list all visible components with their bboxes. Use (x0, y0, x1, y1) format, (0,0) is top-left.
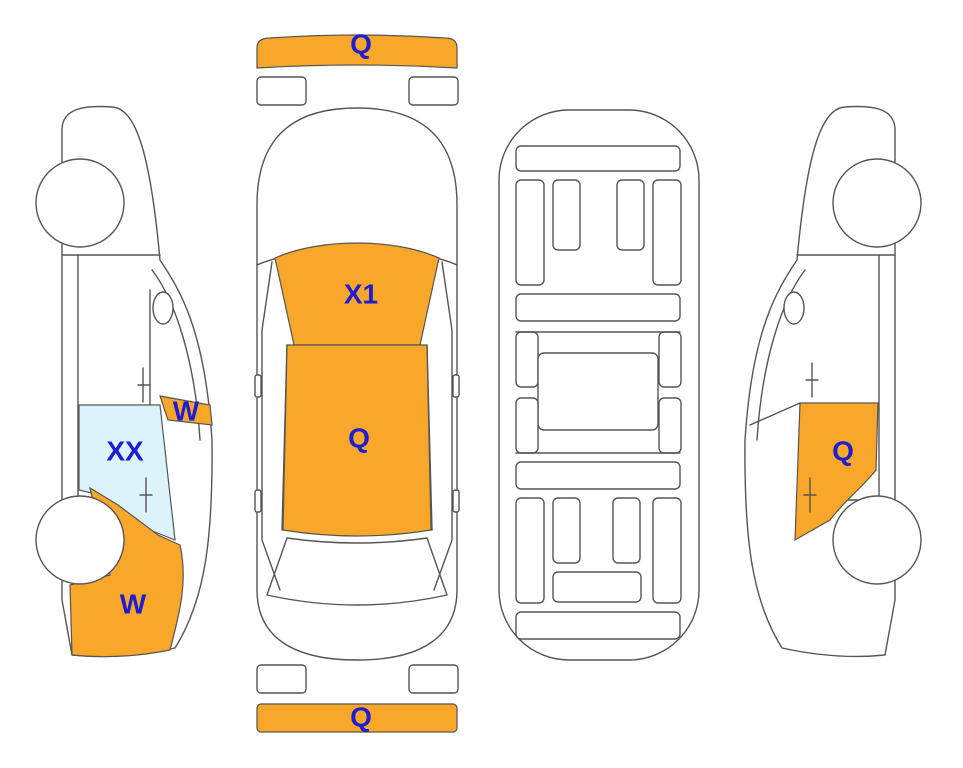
left-side-glass (261, 261, 281, 591)
underbody-right-rail-front (652, 179, 682, 286)
rear-right-light (408, 664, 459, 694)
left-handle-bottom (139, 477, 153, 513)
underbody-left-rail-mid-1 (515, 331, 539, 388)
underbody-left-rail-rear (515, 497, 545, 604)
underbody-rear-bar (515, 611, 681, 640)
left-mirror (254, 374, 262, 398)
roof-panel[interactable] (282, 344, 432, 537)
left-handle-top (137, 367, 151, 403)
left-wheel-front (35, 495, 125, 585)
left-window-label: XX (106, 435, 144, 466)
top-view-car (254, 107, 460, 661)
roof-label: Q (348, 422, 370, 453)
underbody-center-frame (515, 331, 681, 454)
rear-bumper-panel[interactable] (256, 703, 458, 733)
right-glass-line (756, 269, 806, 441)
underbody-view (498, 109, 700, 661)
underbody-left-rail-front (515, 179, 545, 286)
underbody-front-bar (515, 145, 681, 172)
underbody-slot-1 (552, 179, 581, 251)
windshield-panel[interactable] (274, 242, 440, 346)
left-side-view (35, 105, 213, 658)
underbody-cross-1 (515, 293, 681, 322)
front-bumper-group (256, 34, 459, 106)
underbody-right-rail-rear (652, 497, 682, 604)
left-front-door-label: W (173, 395, 200, 426)
underbody-slot-3 (552, 497, 581, 564)
underbody-right-rail-mid-1 (658, 331, 682, 388)
rear-bumper-label: Q (350, 701, 372, 732)
left-wheel-rear (35, 158, 125, 248)
right-wheel-front (832, 495, 922, 585)
left-mirror-side (152, 291, 174, 325)
underbody-center-panel (537, 352, 659, 431)
rear-window (266, 537, 448, 606)
underbody-rear-small-bar (552, 571, 642, 603)
right-door-panel[interactable] (794, 402, 879, 542)
right-handle-bottom (803, 477, 817, 513)
underbody-left-rail-mid-2 (515, 397, 539, 454)
front-left-light (256, 76, 307, 106)
right-door-label: Q (832, 435, 854, 466)
left-fender-panel[interactable] (69, 486, 184, 658)
left-fender-label: W (120, 588, 147, 619)
underbody-cross-2 (515, 461, 681, 490)
underbody-slot-4 (612, 497, 641, 564)
underbody-right-rail-mid-2 (658, 397, 682, 454)
rear-bumper-group (256, 664, 459, 733)
right-handle-top (805, 362, 819, 398)
right-handle (452, 489, 460, 513)
left-front-door-panel[interactable] (159, 395, 213, 426)
right-mirror-side (783, 291, 805, 325)
right-mirror (452, 374, 460, 398)
damage-labels: Q X1 Q Q W XX W Q (106, 28, 854, 732)
right-wheel-rear (832, 158, 922, 248)
right-side-glass (433, 261, 453, 591)
front-right-light (408, 76, 459, 106)
front-bumper-label: Q (350, 28, 372, 59)
left-handle (254, 489, 262, 513)
right-glass-bottom (749, 402, 801, 426)
front-bumper-panel[interactable] (256, 34, 458, 69)
windshield-label: X1 (344, 278, 378, 309)
rear-left-light (256, 664, 307, 694)
right-side-view (744, 105, 922, 658)
underbody-slot-2 (616, 179, 645, 251)
